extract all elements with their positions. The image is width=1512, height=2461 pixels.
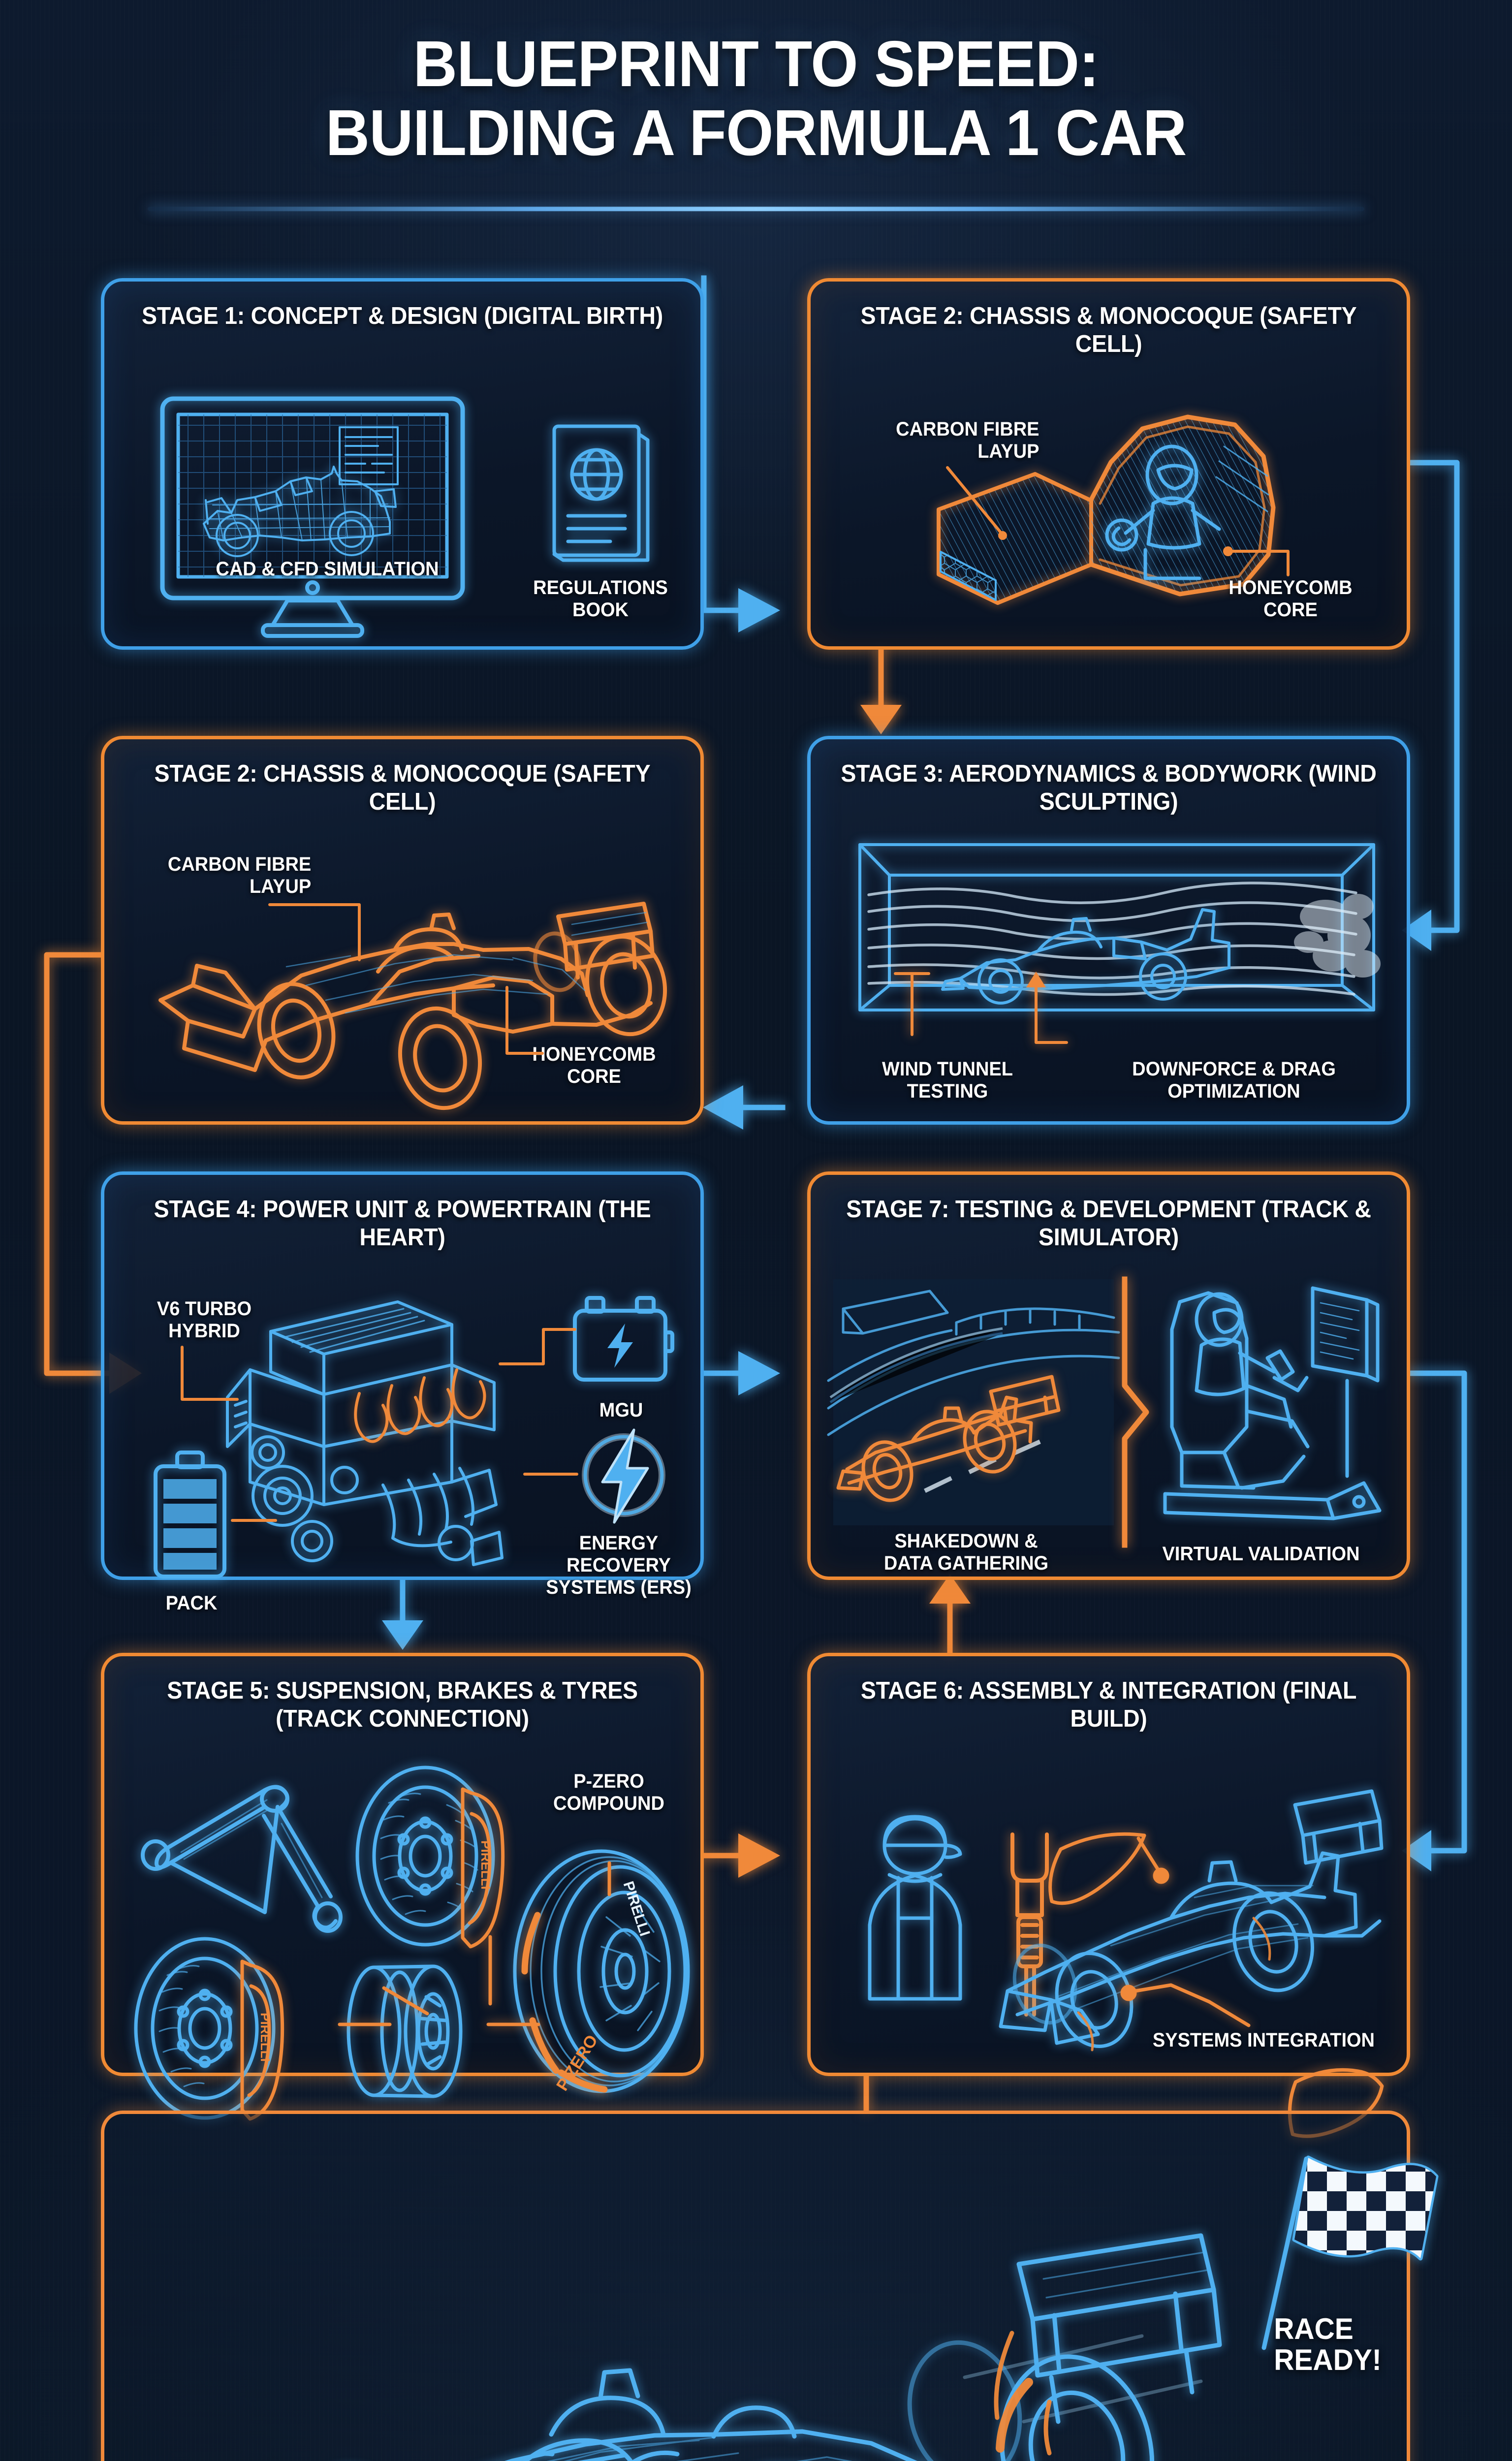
- panel-stage-2-top[interactable]: STAGE 2: CHASSIS & MONOCOQUE (SAFETY CEL…: [807, 278, 1410, 650]
- wind-tunnel-illustration: [858, 843, 1381, 1044]
- wind-tunnel-testing-label: WIND TUNNEL TESTING: [882, 1058, 1013, 1102]
- mgu-leader-line: [499, 1328, 576, 1365]
- carbon-fibre-leader-line-top: [946, 466, 1007, 540]
- carbon-fibre-layup-label-repeat: CARBON FIBRE LAYUP: [167, 853, 312, 897]
- battery-leader-line: [231, 1519, 277, 1522]
- panel-stage-4[interactable]: STAGE 4: POWER UNIT & POWERTRAIN (THE HE…: [101, 1171, 704, 1614]
- panel-stage-4-title: STAGE 4: POWER UNIT & POWERTRAIN (THE HE…: [154, 1196, 651, 1251]
- hero-panel: [101, 2111, 1410, 2461]
- regulations-book-icon: [552, 424, 650, 562]
- regulations-book-caption: REGULATIONS BOOK: [533, 577, 668, 621]
- ers-label: ENERGY RECOVERY SYSTEMS (ERS): [546, 1532, 692, 1598]
- panel-stage-3-title: STAGE 3: AERODYNAMICS & BODYWORK (WIND S…: [841, 760, 1377, 815]
- checkered-flag-icon: [1261, 2155, 1439, 2350]
- panel-stage-6-title: STAGE 6: ASSEMBLY & INTEGRATION (FINAL B…: [860, 1677, 1357, 1732]
- panel-stage-2-top-title: STAGE 2: CHASSIS & MONOCOQUE (SAFETY CEL…: [860, 303, 1357, 357]
- wrench-icon: [1010, 1832, 1049, 2017]
- suspension-wishbone-illustration: [141, 1785, 343, 1933]
- virtual-validation-label: VIRTUAL VALIDATION: [1162, 1543, 1360, 1565]
- battery-icon: [154, 1451, 226, 1578]
- v6-turbo-hybrid-label: V6 TURBO HYBRID: [157, 1298, 252, 1342]
- honeycomb-leader-line-top: [1223, 546, 1290, 576]
- stage5-connector-lines: [338, 1861, 611, 2026]
- panel-stage-3[interactable]: STAGE 3: AERODYNAMICS & BODYWORK (WIND S…: [807, 736, 1410, 1125]
- f1-chassis-wireframe-illustration: [158, 902, 667, 1110]
- carbon-fibre-layup-label-top: CARBON FIBRE LAYUP: [896, 418, 1040, 462]
- honeycomb-leader-line-repeat: [505, 986, 544, 1055]
- battery-pack-label: PACK: [165, 1592, 218, 1614]
- panel-stage-7-title: STAGE 7: TESTING & DEVELOPMENT (TRACK & …: [846, 1196, 1371, 1251]
- monocoque-safety-cell-illustration: [937, 414, 1276, 605]
- carbon-fibre-leader-line-repeat: [268, 903, 361, 961]
- v6-leader-line: [181, 1346, 239, 1401]
- panel-stage-2-repeat[interactable]: STAGE 2: CHASSIS & MONOCOQUE (SAFETY CEL…: [101, 736, 704, 1125]
- pirelli-tyre-illustration: PIRELLI P ZERO: [513, 1849, 690, 2094]
- simulator-rig-illustration: [1163, 1286, 1382, 1520]
- caliper-brand-bottom: PIRELLI: [258, 2013, 273, 2062]
- panel-stage-5[interactable]: STAGE 5: SUSPENSION, BRAKES & TYRES (TRA…: [101, 1653, 704, 2121]
- monitor-cad-illustration: [160, 396, 465, 638]
- wheel-rim-illustration: [346, 1964, 463, 2098]
- panel-stage-1-title: STAGE 1: CONCEPT & DESIGN (DIGITAL BIRTH…: [141, 303, 663, 329]
- panel-stage-2-repeat-title: STAGE 2: CHASSIS & MONOCOQUE (SAFETY CEL…: [154, 760, 651, 815]
- page-title-line-1: BLUEPRINT TO SPEED:: [413, 28, 1099, 100]
- p-zero-compound-label: P-ZERO COMPOUND: [553, 1770, 664, 1814]
- v6-engine-illustration: [226, 1300, 504, 1566]
- track-shakedown-illustration: [827, 1279, 1120, 1525]
- caliper-brand-top: PIRELLI: [478, 1840, 493, 1890]
- systems-integration-label: SYSTEMS INTEGRATION: [1152, 2029, 1375, 2051]
- shakedown-data-label: SHAKEDOWN & DATA GATHERING: [883, 1530, 1049, 1574]
- panel-stage-6[interactable]: STAGE 6: ASSEMBLY & INTEGRATION (FINAL B…: [807, 1653, 1410, 2138]
- panel-stage-7[interactable]: STAGE 7: TESTING & DEVELOPMENT (TRACK & …: [807, 1171, 1410, 1580]
- downforce-drag-label: DOWNFORCE & DRAG OPTIMIZATION: [1132, 1058, 1336, 1102]
- page-header: BLUEPRINT TO SPEED: BUILDING A FORMULA 1…: [0, 30, 1512, 167]
- mgu-icon: [573, 1296, 674, 1382]
- ers-lightning-bolt-icon: [582, 1428, 665, 1524]
- mgu-label: MGU: [599, 1399, 643, 1421]
- page-title-line-2: BUILDING A FORMULA 1 CAR: [325, 96, 1187, 169]
- panel-stage-1[interactable]: STAGE 1: CONCEPT & DESIGN (DIGITAL BIRTH…: [101, 278, 704, 650]
- honeycomb-core-label-top: HONEYCOMB CORE: [1228, 577, 1353, 621]
- hero-f1-car-illustration: PIRELLI P ZERO: [504, 2233, 1222, 2461]
- title-divider: [148, 207, 1364, 211]
- mechanic-icon: [868, 1815, 962, 2001]
- panel-stage-5-title: STAGE 5: SUSPENSION, BRAKES & TYRES (TRA…: [167, 1677, 638, 1732]
- honeycomb-core-label-repeat: HONEYCOMB CORE: [532, 1043, 656, 1087]
- brake-disc-top-illustration: PIRELLI: [355, 1766, 505, 1949]
- panel-divider-chevron: [1122, 1276, 1149, 1548]
- assembled-f1-car-illustration: [999, 1789, 1384, 2138]
- cad-cfd-caption: CAD & CFD SIMULATION: [216, 558, 439, 580]
- ers-leader-line: [523, 1473, 578, 1476]
- race-ready-label: RACE READY!: [1274, 2312, 1382, 2376]
